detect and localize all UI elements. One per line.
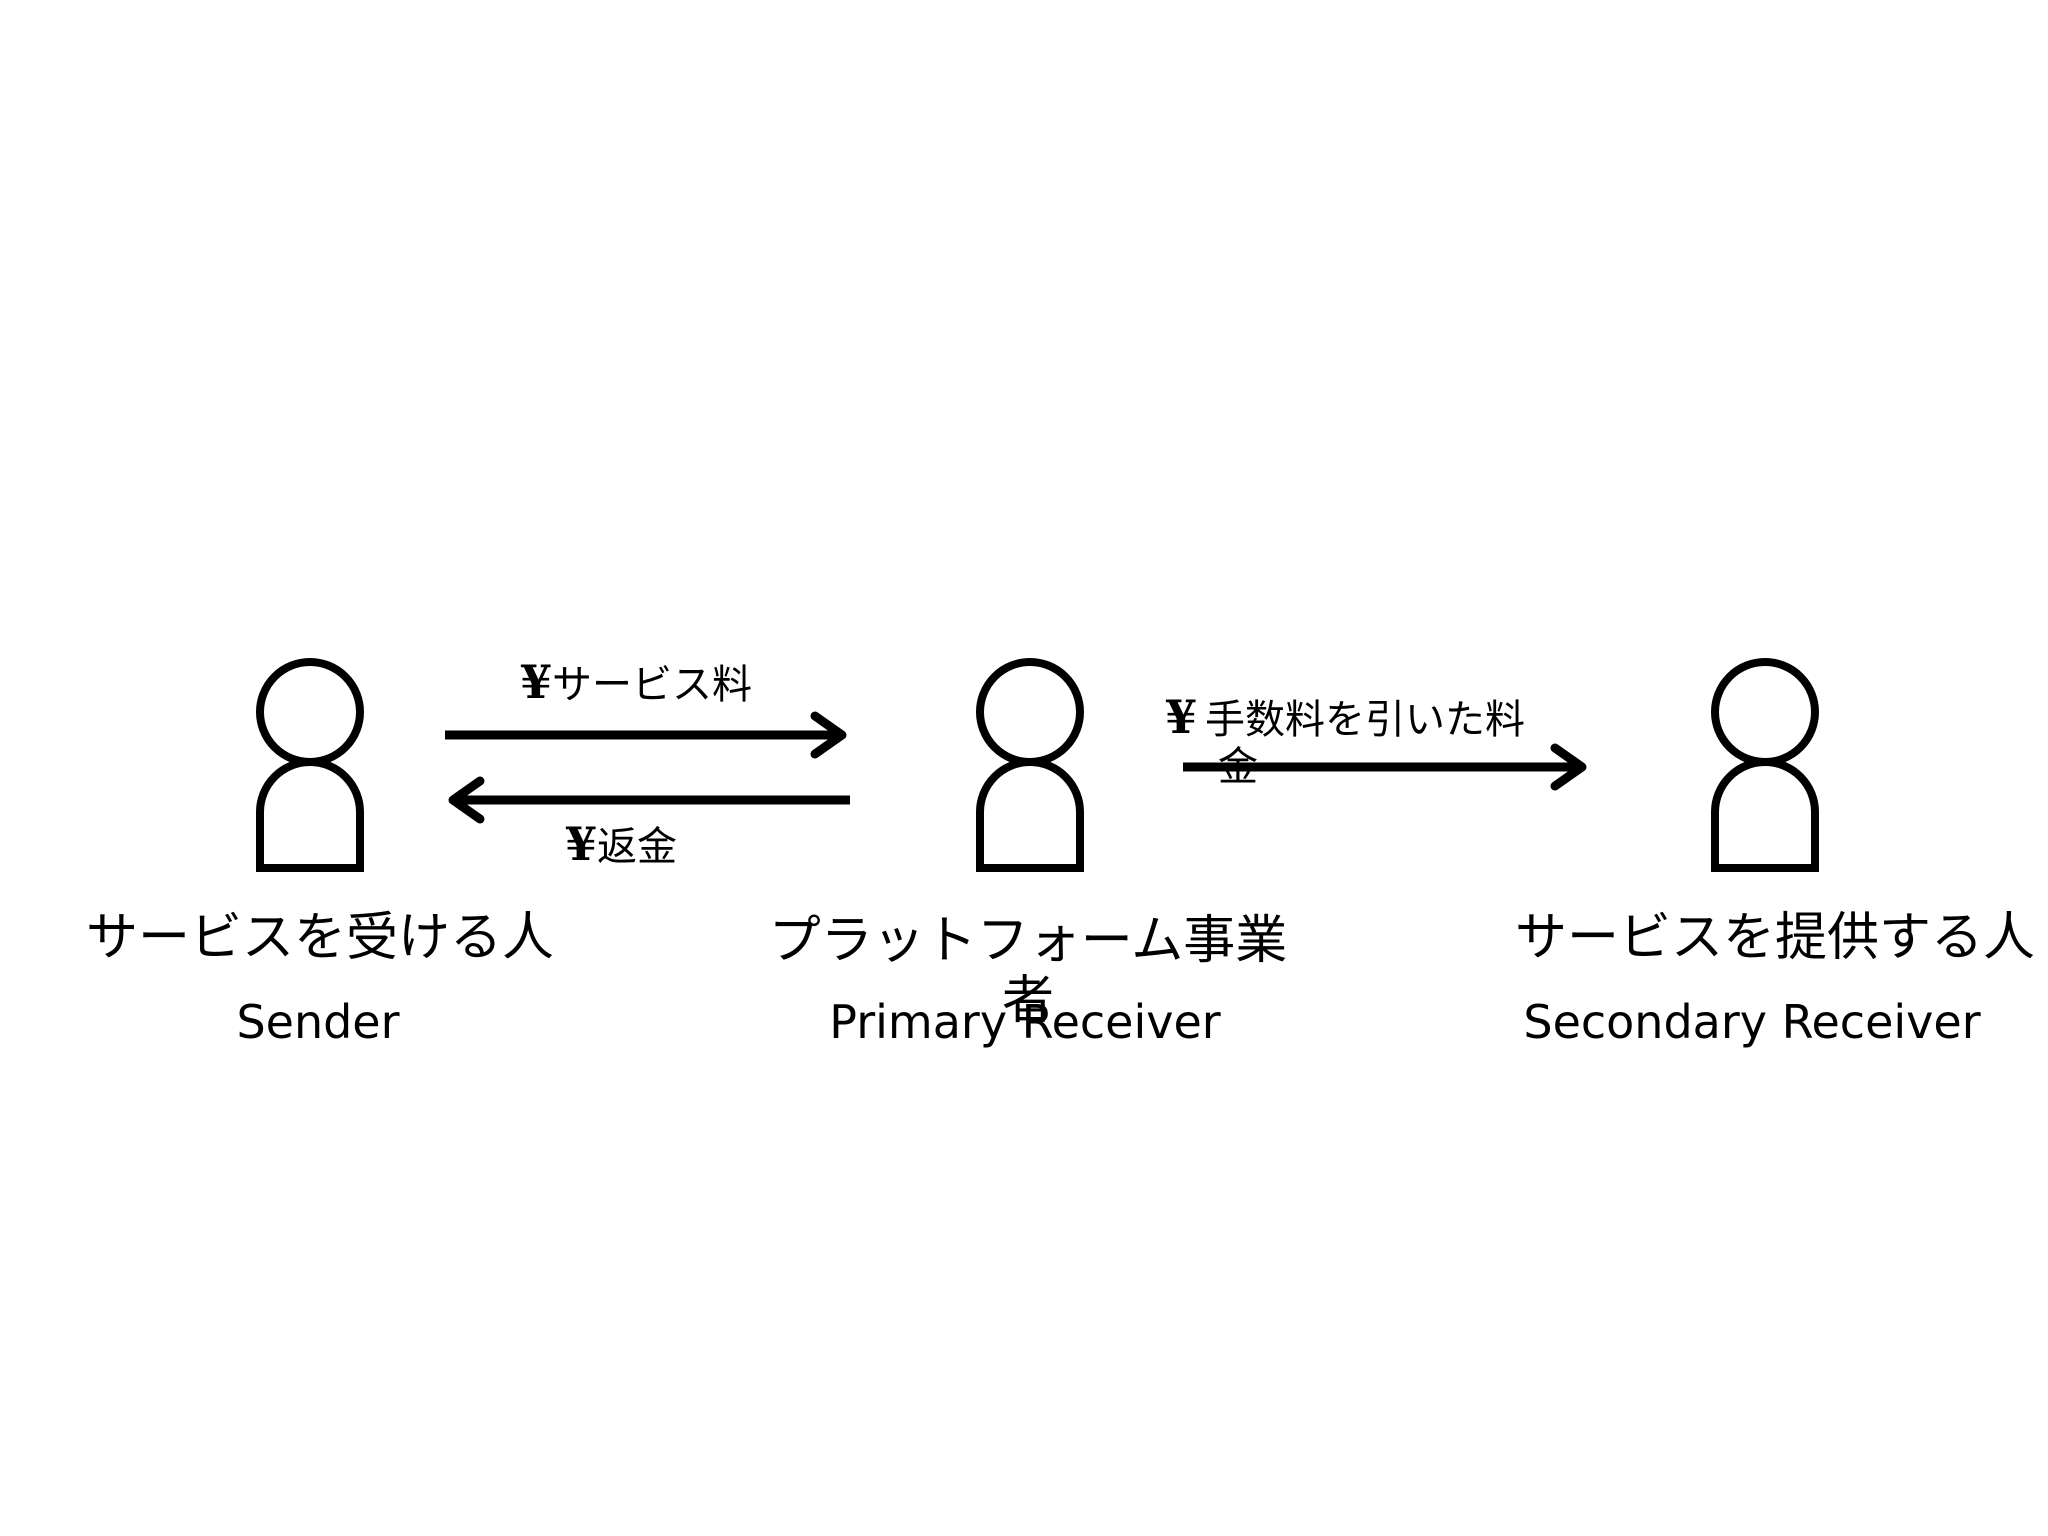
net-payment-label-line2: 金 — [1218, 744, 1258, 790]
secondary-receiver-person-icon — [1711, 658, 1819, 872]
sender-person-icon — [256, 658, 364, 872]
secondary-receiver-jp-label: サービスを提供する人 — [1515, 908, 2035, 968]
yen-symbol: ¥ — [565, 817, 597, 871]
yen-symbol: ¥ — [520, 655, 552, 709]
refund-label: ¥返金 — [565, 817, 677, 871]
yen-symbol: ¥ — [1165, 690, 1197, 744]
service-fee-label: ¥サービス料 — [520, 655, 752, 709]
net-payment-label: ¥手数料を引いた料 — [1165, 690, 1525, 744]
service-fee-text: サービス料 — [552, 662, 752, 708]
net-payment-arrow — [1183, 743, 1587, 791]
refund-text: 返金 — [597, 824, 677, 870]
refund-arrow — [448, 776, 850, 824]
net-payment-text: 手数料を引いた料 — [1205, 697, 1525, 743]
primary-receiver-jp-label: プラットフォーム事業 — [769, 911, 1287, 971]
sender-en-label: Sender — [236, 995, 399, 1049]
primary-receiver-jp-label-line2: 者 — [1002, 971, 1054, 1031]
secondary-receiver-en-label: Secondary Receiver — [1523, 995, 1980, 1049]
service-fee-arrow — [445, 711, 847, 759]
primary-receiver-en-label: Primary Receiver — [829, 995, 1220, 1049]
primary-receiver-person-icon — [976, 658, 1084, 872]
sender-jp-label: サービスを受ける人 — [86, 908, 554, 968]
